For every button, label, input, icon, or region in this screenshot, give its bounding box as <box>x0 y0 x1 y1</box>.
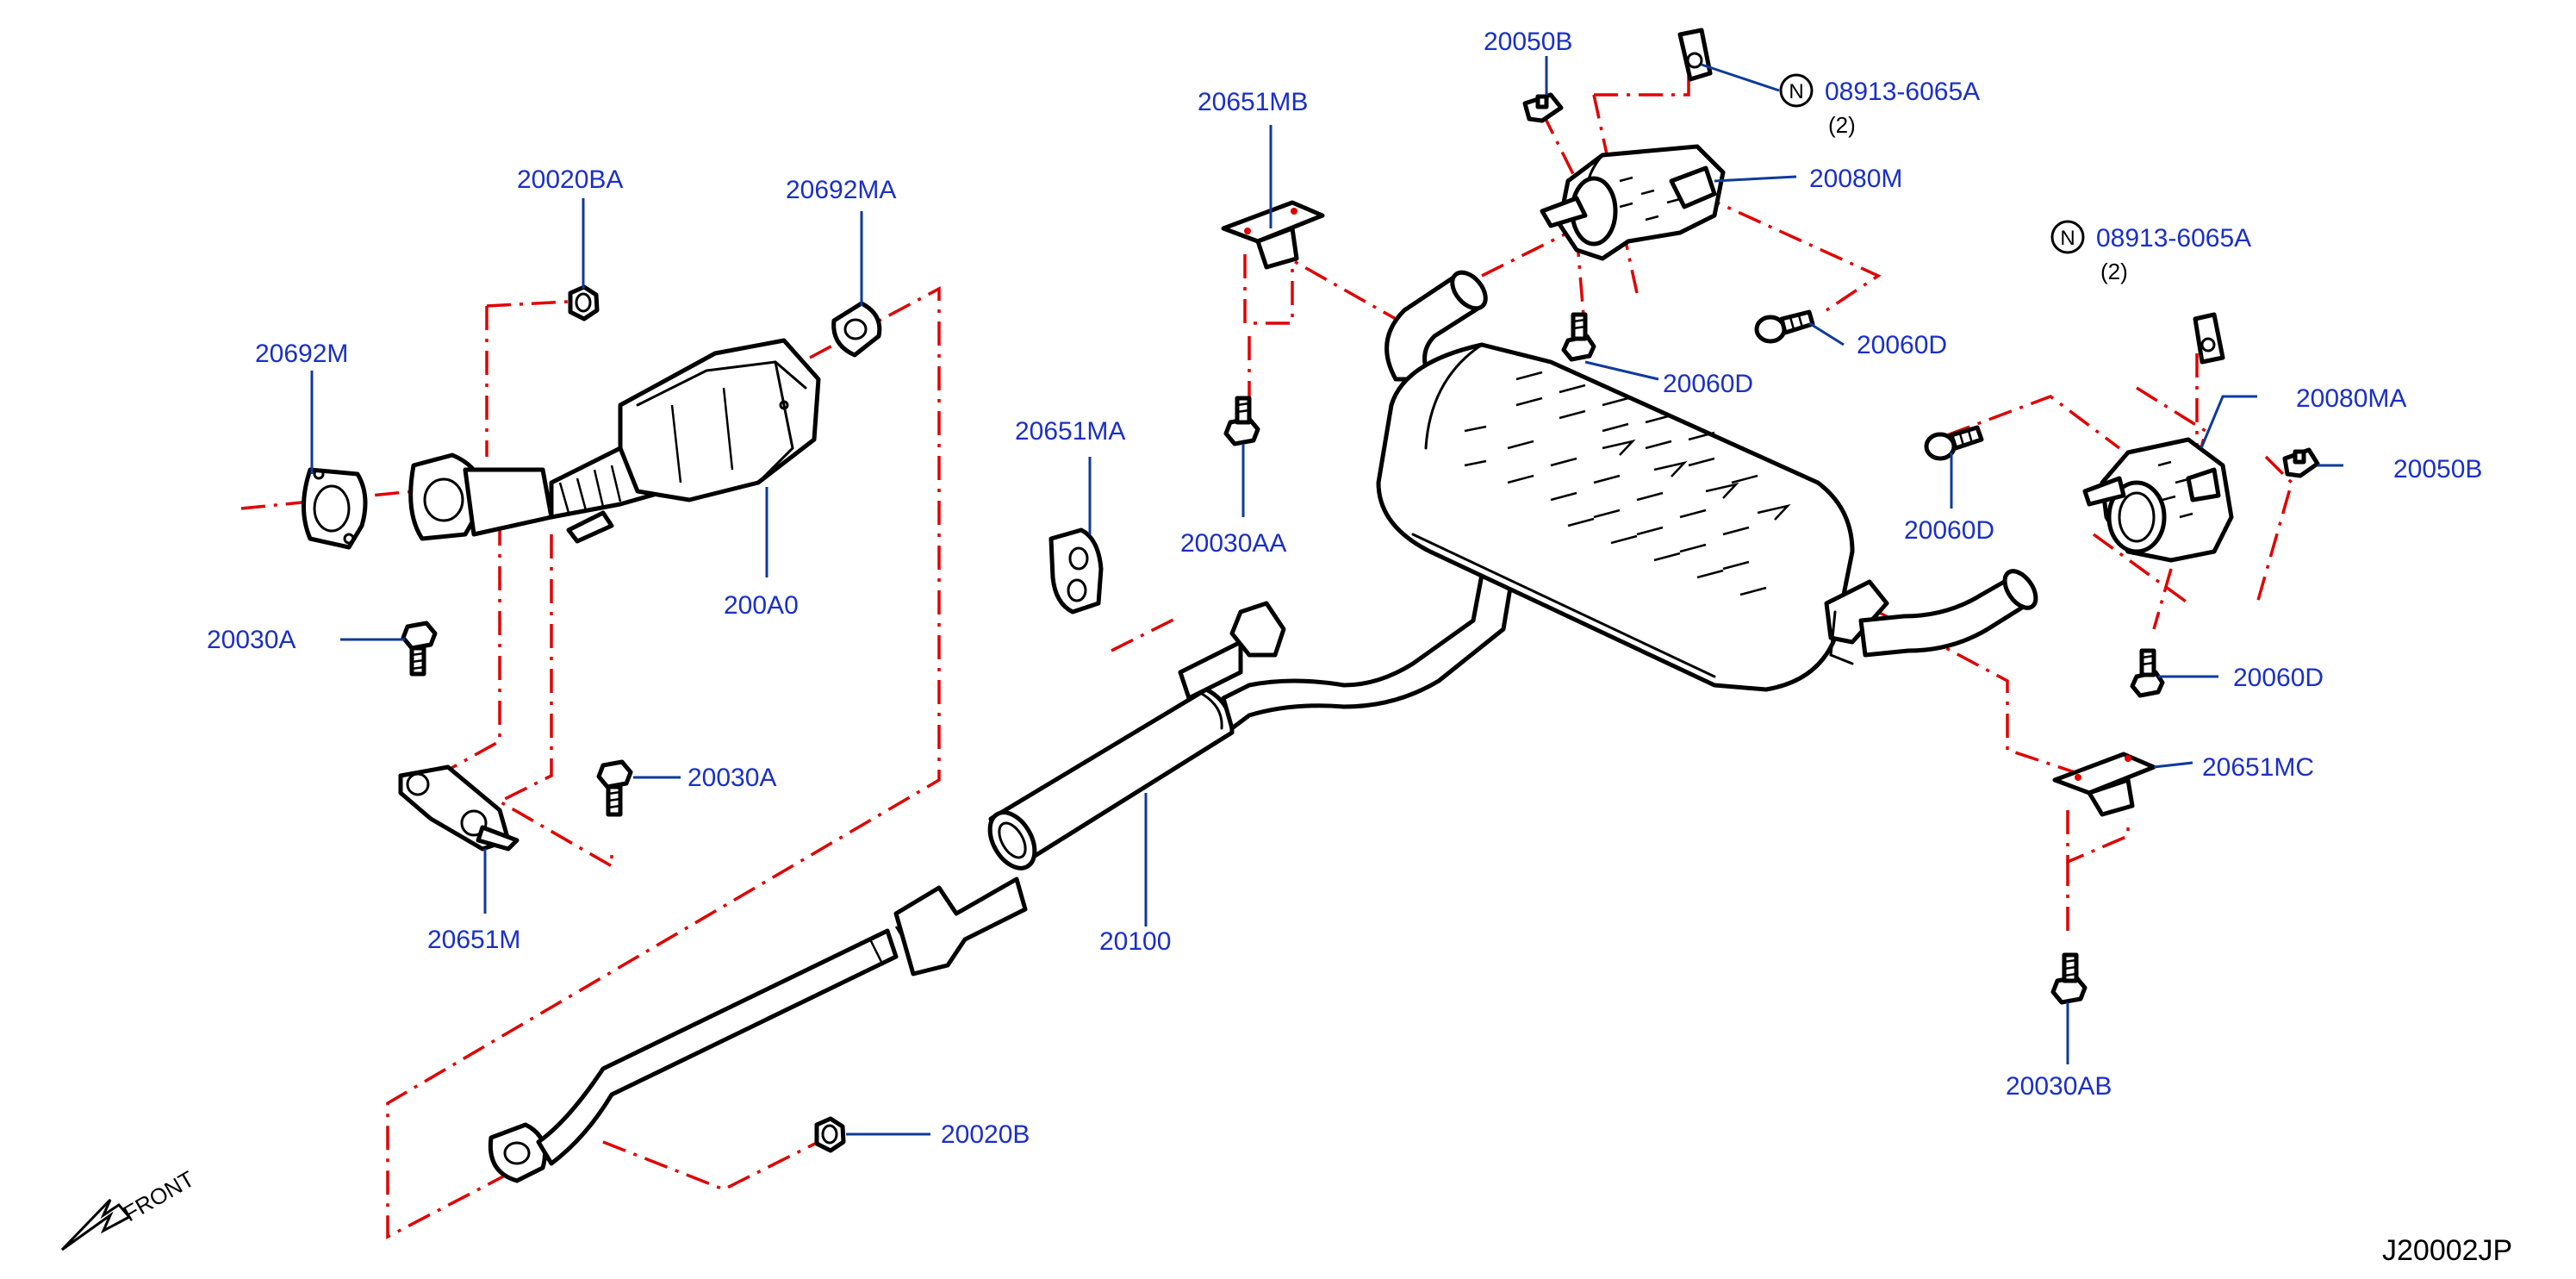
hanger-rubber-20651MA <box>1048 527 1104 615</box>
bracket-20651MC <box>2052 752 2156 817</box>
label-20050B-lower[interactable]: 20050B <box>2393 455 2482 484</box>
bracket-20651MB <box>1221 200 1325 270</box>
bolt-20030A-lower <box>596 759 633 817</box>
screw-20060D-lower-right <box>2130 648 2165 698</box>
label-20080MA[interactable]: 20080MA <box>2296 384 2406 413</box>
label-20050B-upper[interactable]: 20050B <box>1484 28 1572 56</box>
svg-text:N: N <box>1789 80 1803 103</box>
heat-shield-20080M <box>1540 144 1726 261</box>
label-20651M[interactable]: 20651M <box>427 926 520 954</box>
label-20060D-lower-right[interactable]: 20060D <box>2233 664 2324 692</box>
muffler <box>1376 270 2038 692</box>
leader-lines <box>310 56 2343 1136</box>
clip-20050B-lower <box>2282 447 2320 478</box>
label-20030AA[interactable]: 20030AA <box>1180 529 1286 558</box>
label-20100[interactable]: 20100 <box>1099 927 1171 956</box>
label-200A0[interactable]: 200A0 <box>724 591 799 620</box>
label-20060D-upper-left[interactable]: 20060D <box>1663 370 1753 398</box>
nut-symbol-upper: N <box>1779 73 1814 108</box>
label-20651MB[interactable]: 20651MB <box>1198 88 1308 116</box>
label-20692M[interactable]: 20692M <box>255 340 348 368</box>
label-20060D-lower-left[interactable]: 20060D <box>1904 516 1994 545</box>
label-20692MA[interactable]: 20692MA <box>786 176 896 204</box>
front-arrow-icon <box>60 1198 132 1251</box>
label-20080M[interactable]: 20080M <box>1809 165 1902 193</box>
label-20030A-lower[interactable]: 20030A <box>688 764 776 792</box>
bolt-20030A-upper <box>401 621 438 677</box>
label-20030A-upper[interactable]: 20030A <box>207 626 296 654</box>
diagram-code: J20002JP <box>2382 1234 2512 1267</box>
nut-20020BA <box>568 284 600 321</box>
gasket-20692MA <box>831 301 882 358</box>
qty-lower: (2) <box>2100 259 2128 284</box>
part-labels: 20020BA 20692MA 20692M 200A0 20030A 2003… <box>207 28 2482 1149</box>
bracket-20651M <box>398 764 520 852</box>
screw-20060D-upper-left <box>1561 312 1596 362</box>
bolt-20030AA <box>1223 396 1260 446</box>
screw-20060D-upper-right <box>1754 309 1815 344</box>
label-20060D-upper-right[interactable]: 20060D <box>1857 331 1947 359</box>
label-20020B[interactable]: 20020B <box>941 1120 1030 1149</box>
qty-upper: (2) <box>1828 112 1856 138</box>
label-08913-6065A-upper[interactable]: 08913-6065A <box>1825 78 1980 106</box>
bracket-08913-6065A-lower <box>2193 312 2225 365</box>
nut-20020B <box>814 1116 846 1153</box>
label-20651MC[interactable]: 20651MC <box>2202 753 2314 782</box>
heat-shield-20080MA <box>2082 437 2234 563</box>
bolt-20030AB <box>2050 952 2088 1005</box>
label-20020BA[interactable]: 20020BA <box>517 165 623 194</box>
label-20030AB[interactable]: 20030AB <box>2006 1072 2112 1101</box>
clip-20050B-upper <box>1522 92 1564 123</box>
screw-20060D-lower-left <box>1924 425 1984 461</box>
bracket-08913-6065A-upper <box>1677 28 1713 82</box>
front-direction-indicator: FRONT <box>60 1165 199 1251</box>
svg-text:FRONT: FRONT <box>119 1165 199 1226</box>
center-pipe-20100 <box>488 549 1519 1183</box>
gasket-20692M <box>302 467 368 550</box>
label-20651MA[interactable]: 20651MA <box>1015 417 1125 446</box>
svg-text:N: N <box>2060 227 2075 250</box>
nut-symbol-lower: N <box>2050 220 2085 254</box>
catalytic-converter-200A0 <box>408 338 821 544</box>
label-08913-6065A-lower[interactable]: 08913-6065A <box>2096 224 2251 253</box>
alignment-lines <box>240 52 2293 1239</box>
